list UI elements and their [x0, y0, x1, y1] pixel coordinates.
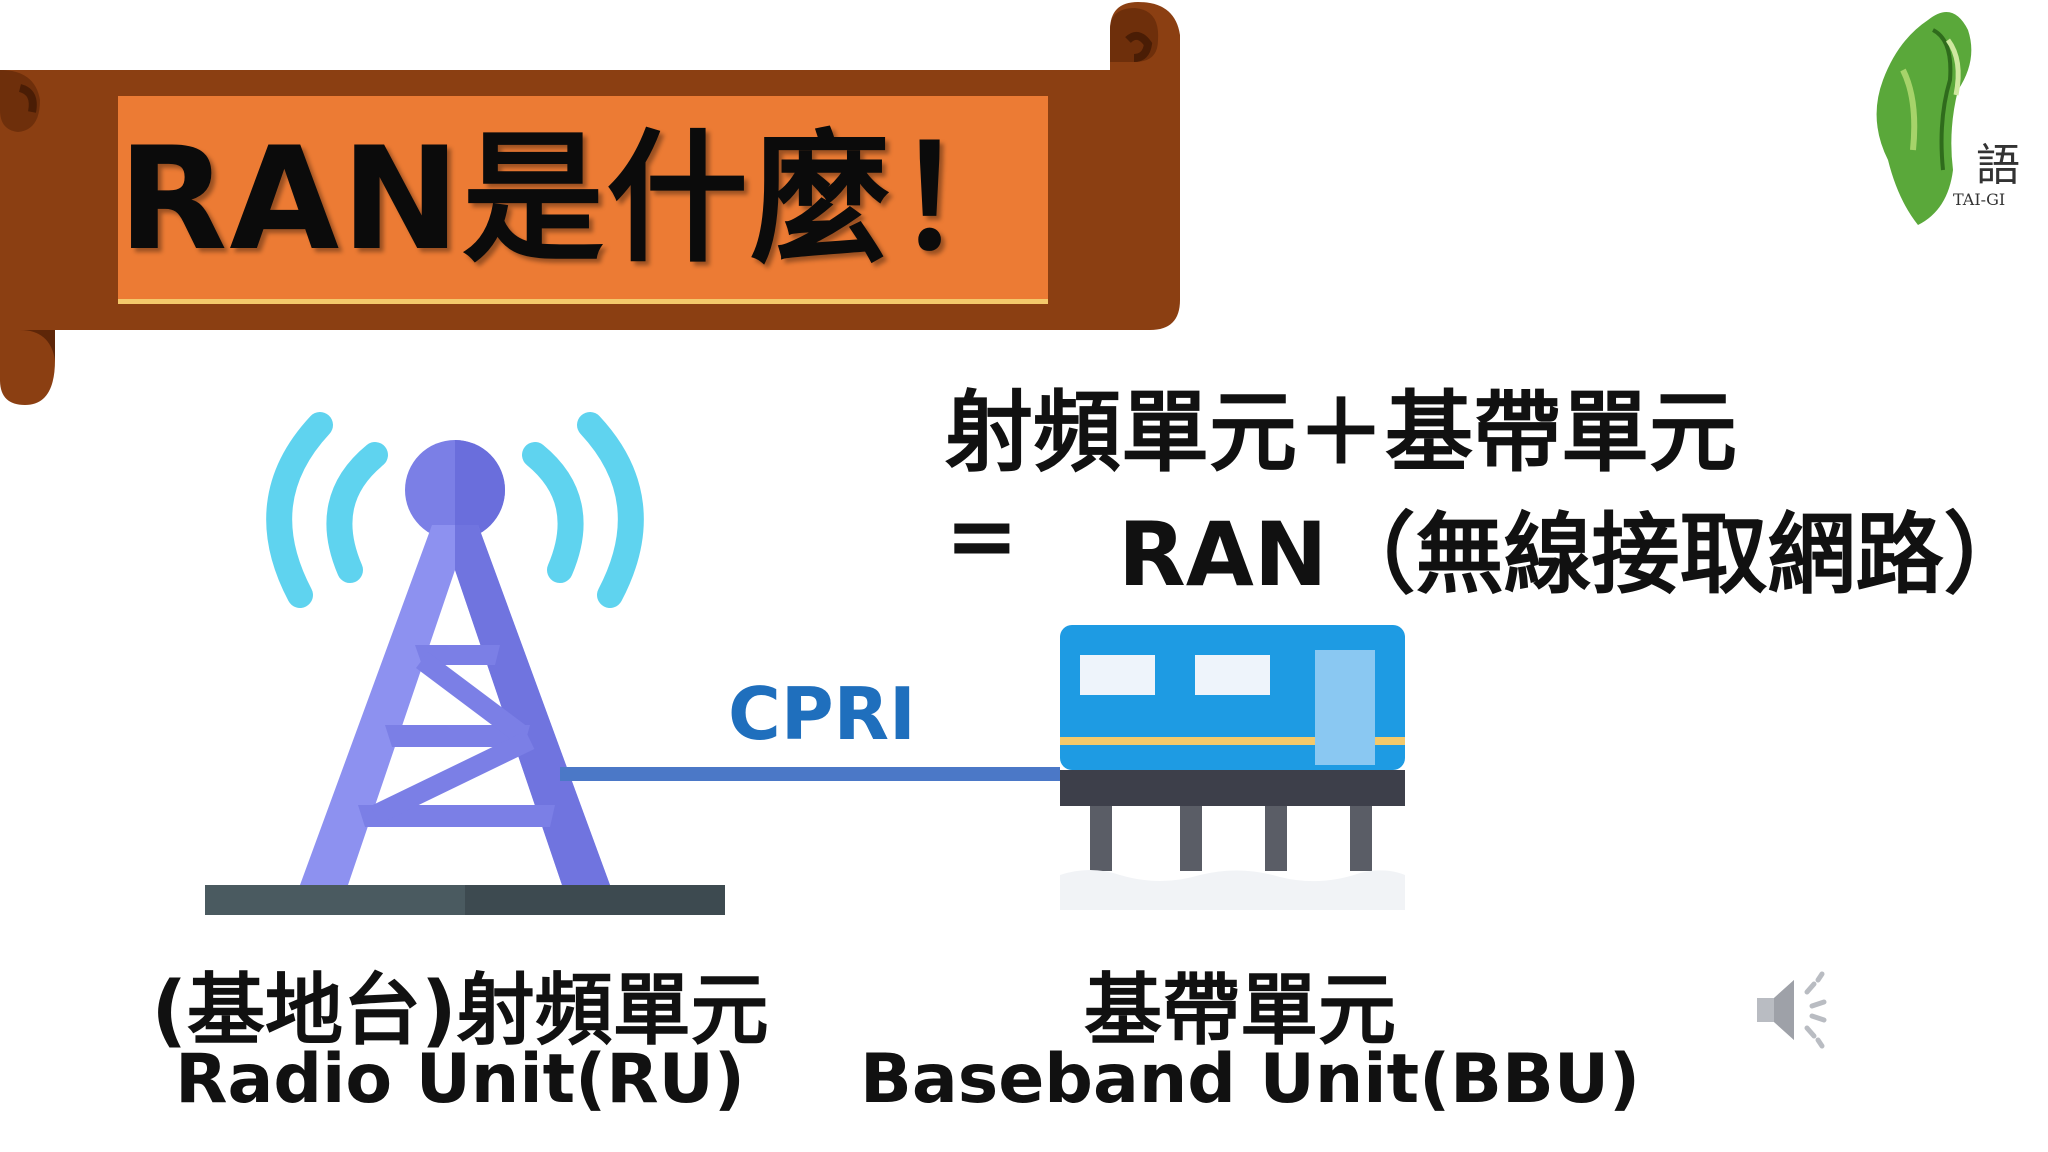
speaker-icon[interactable]	[1752, 970, 1842, 1050]
logo-text: 語	[1976, 140, 2020, 191]
bbu-label-en: Baseband Unit(BBU)	[860, 1040, 1641, 1119]
ru-label-en: Radio Unit(RU)	[175, 1040, 745, 1119]
page-title: RAN是什麼！	[118, 117, 1039, 282]
cpri-link-line	[560, 767, 1060, 781]
equation-line1: 射頻單元＋基帶單元	[945, 381, 1738, 484]
equation-equals: =	[945, 484, 1019, 587]
cpri-label: CPRI	[728, 672, 916, 756]
bbu-label-cn: 基帶單元	[1083, 966, 1396, 1056]
logo-subtext: TAI-GI	[1953, 190, 2005, 209]
title-background	[118, 96, 1048, 304]
equation-result: RAN（無線接取網路）	[1118, 503, 2032, 606]
taiwan-leaf-logo-icon: 語 TAI-GI	[1876, 12, 2020, 225]
baseband-unit-icon	[1060, 625, 1405, 910]
signal-waves-icon	[266, 412, 644, 608]
radio-tower-icon	[205, 412, 725, 915]
ru-label-cn: (基地台)射頻單元	[151, 966, 769, 1056]
